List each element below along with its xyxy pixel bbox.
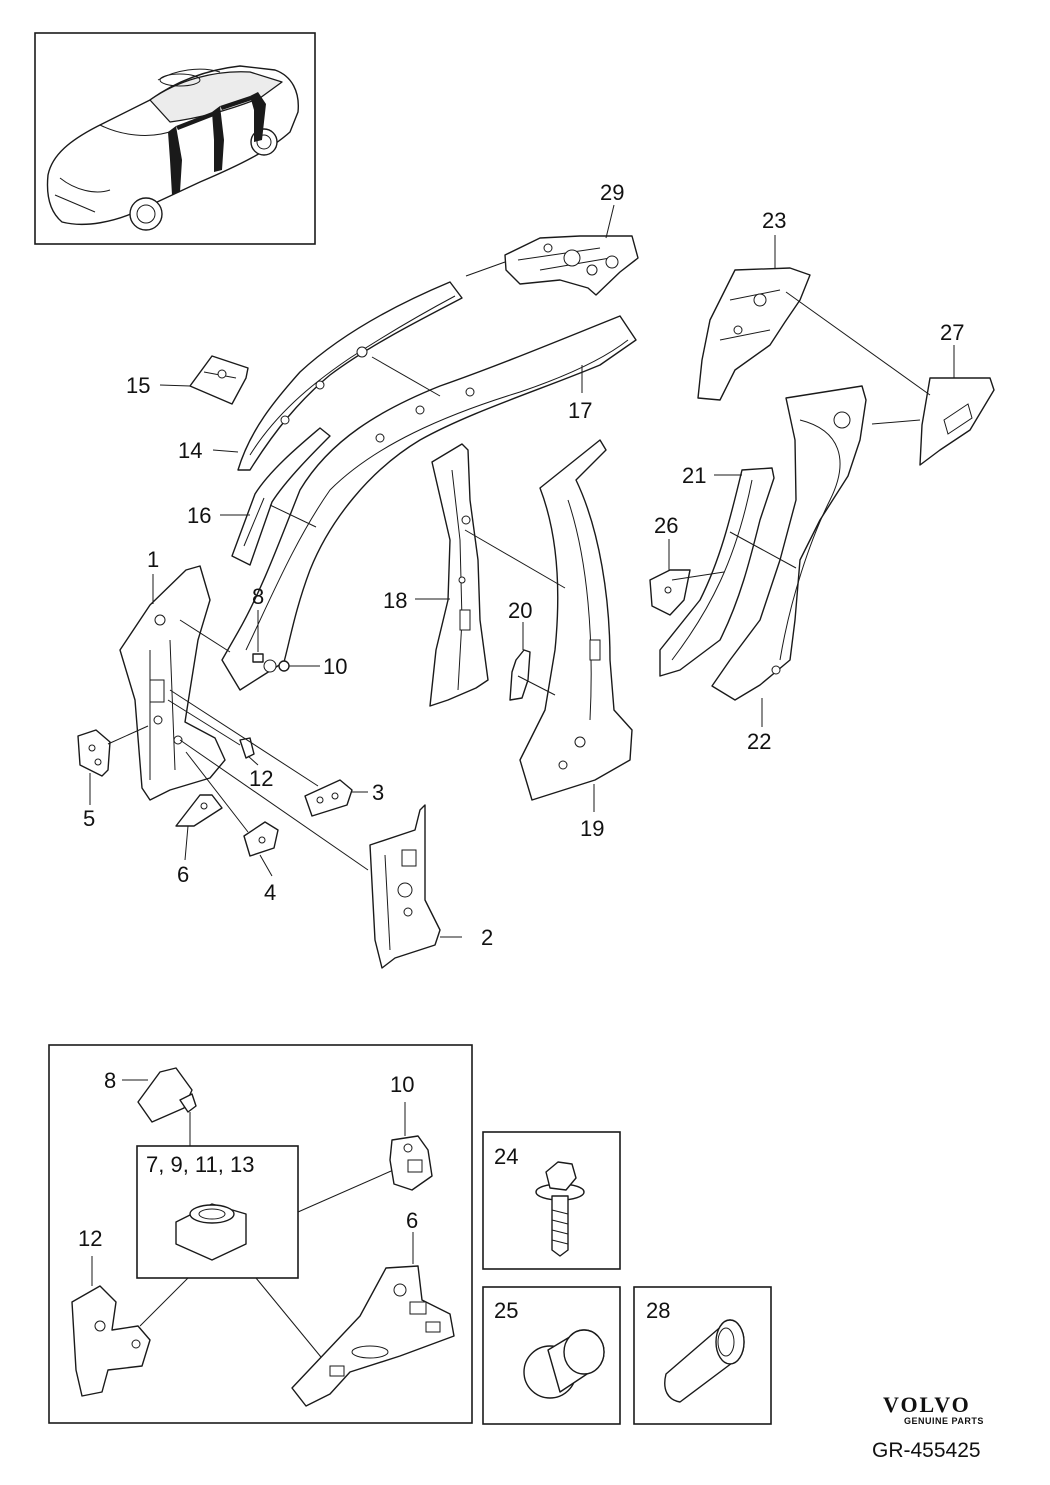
plug-icon xyxy=(523,1329,605,1399)
detail-part-6-bracket: 6 xyxy=(291,1208,455,1407)
bolt-icon xyxy=(535,1161,585,1257)
part-19-b-pillar-outer xyxy=(519,439,633,801)
diagram-reference: GR-455425 xyxy=(872,1439,981,1462)
detail-callout-12: 12 xyxy=(78,1226,102,1251)
genuine-parts-label: GENUINE PARTS xyxy=(904,1416,984,1426)
part-15-bracket xyxy=(189,355,249,405)
detail-callout-10: 10 xyxy=(390,1072,414,1097)
callout-19: 19 xyxy=(580,816,604,841)
part-22-c-pillar-outer xyxy=(711,385,867,701)
detail-callout-fastener-group: 7, 9, 11, 13 xyxy=(146,1152,254,1177)
part-16-reinforcement-strip xyxy=(231,427,331,566)
hardware-callout-24: 24 xyxy=(494,1144,518,1169)
detail-callout-6: 6 xyxy=(406,1208,418,1233)
detail-part-8-plug: 8 xyxy=(104,1067,197,1146)
overview-frame xyxy=(34,32,316,245)
hardware-box-25: 25 xyxy=(482,1286,621,1425)
part-4-bracket xyxy=(243,821,279,857)
part-29-roof-rail-rear-reinforcement xyxy=(504,235,639,296)
callout-20: 20 xyxy=(508,598,532,623)
callout-8: 8 xyxy=(252,584,264,609)
callout-21: 21 xyxy=(682,463,706,488)
callout-29: 29 xyxy=(600,180,624,205)
volvo-logo: VOLVO xyxy=(883,1392,971,1417)
callout-18: 18 xyxy=(383,588,407,613)
callout-3: 3 xyxy=(372,780,384,805)
detail-panel-frame xyxy=(48,1044,473,1424)
leader-lines xyxy=(89,204,955,938)
callout-1: 1 xyxy=(147,547,159,572)
callout-16: 16 xyxy=(187,503,211,528)
overview-car-thumbnail xyxy=(34,32,316,245)
part-3-bracket xyxy=(304,779,353,817)
callout-26: 26 xyxy=(654,513,678,538)
callout-4: 4 xyxy=(264,880,276,905)
callout-17: 17 xyxy=(568,398,592,423)
detail-part-12-bracket: 12 xyxy=(71,1226,151,1397)
hardware-box-28: 28 xyxy=(633,1286,772,1425)
callout-23: 23 xyxy=(762,208,786,233)
part-27-bracket xyxy=(919,377,995,466)
part-21-c-pillar-inner xyxy=(659,467,775,677)
part-5-bracket xyxy=(77,729,111,777)
callout-14: 14 xyxy=(178,438,202,463)
detail-callout-8: 8 xyxy=(104,1068,116,1093)
part-6-bracket xyxy=(175,794,223,827)
callout-22: 22 xyxy=(747,729,771,754)
callout-15: 15 xyxy=(126,373,150,398)
stud-icon xyxy=(664,1319,745,1403)
part-10-nut-plate xyxy=(278,660,290,672)
detail-part-10-nut-plate: 10 xyxy=(389,1072,433,1191)
callout-6: 6 xyxy=(177,862,189,887)
part-8-plug xyxy=(252,653,264,663)
callout-2: 2 xyxy=(481,925,493,950)
brand-block: VOLVO GENUINE PARTS GR-455425 xyxy=(872,1392,984,1462)
part-17-roof-rail-inner-a-pillar xyxy=(221,315,637,691)
part-1-a-pillar-lower xyxy=(119,565,226,801)
part-14-roof-rail-outer xyxy=(237,281,463,471)
callout-10: 10 xyxy=(323,654,347,679)
part-18-b-pillar-inner xyxy=(429,443,489,707)
callout-27: 27 xyxy=(940,320,964,345)
part-23-rear-pillar-reinforcement xyxy=(697,267,811,401)
hardware-callout-28: 28 xyxy=(646,1298,670,1323)
part-2-a-pillar-lower-inner xyxy=(369,804,441,969)
detail-panel: 8 7, 9, 11, 13 10 12 xyxy=(48,1044,473,1424)
hardware-box-24: 24 xyxy=(482,1131,621,1270)
detail-part-nut-block xyxy=(175,1203,247,1261)
part-20-bracket xyxy=(509,649,531,701)
callout-12: 12 xyxy=(249,766,273,791)
hardware-callout-25: 25 xyxy=(494,1298,518,1323)
callout-5: 5 xyxy=(83,806,95,831)
callout-labels: 29 23 27 15 17 14 21 16 26 1 8 18 20 10 … xyxy=(83,180,964,950)
part-12-bracket xyxy=(239,737,255,759)
car-outline xyxy=(46,65,299,231)
part-26-bracket xyxy=(649,569,691,616)
